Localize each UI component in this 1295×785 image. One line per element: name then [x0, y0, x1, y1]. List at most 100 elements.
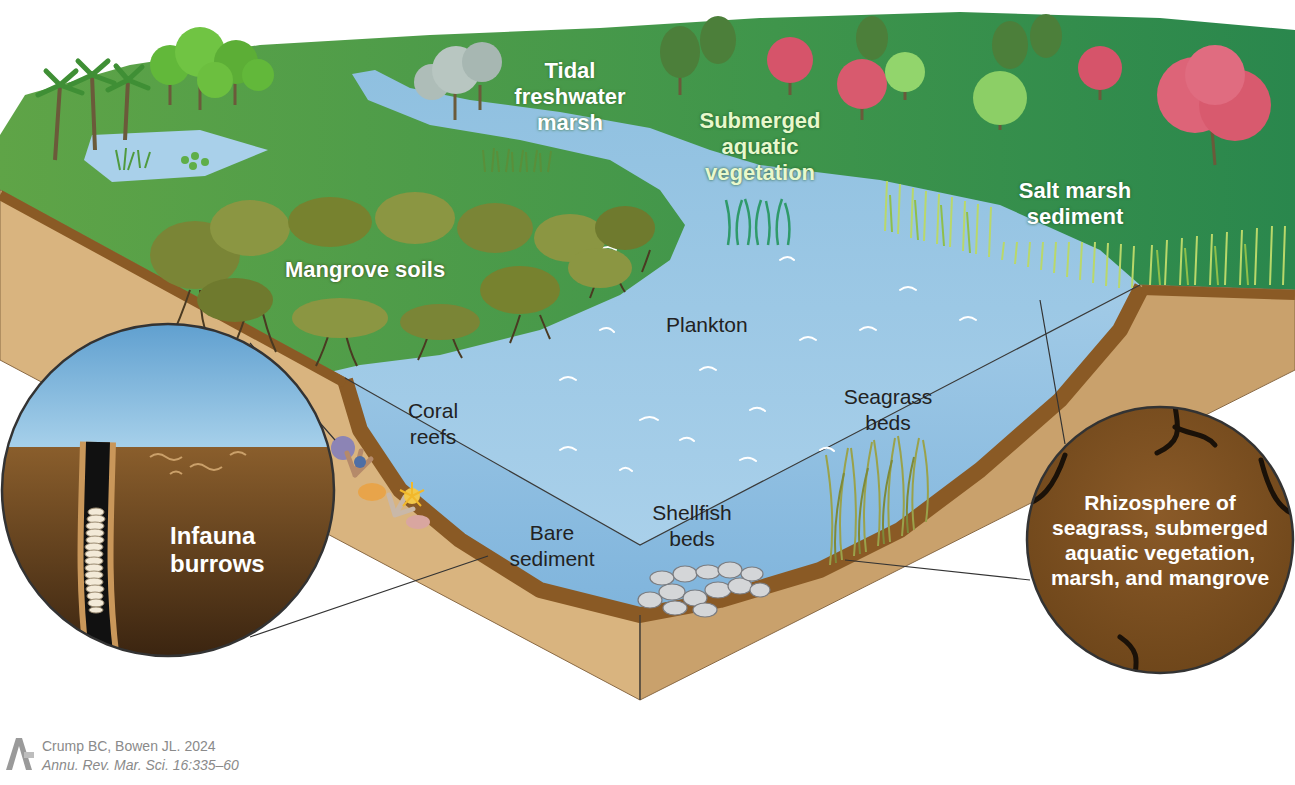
light-trees	[885, 52, 925, 92]
habitat-label: Submerged aquatic vegetation	[685, 108, 835, 186]
leader-lines	[250, 300, 1065, 637]
zoom-circle	[0, 322, 336, 447]
pine-trees	[992, 21, 1028, 69]
zoom-circle: Rhizosphere of seagrass, submerged aquat…	[1025, 405, 1295, 675]
mangrove-canopy	[595, 206, 655, 250]
pond	[84, 130, 268, 182]
submerged-vegetation	[726, 199, 789, 245]
zoom-circle	[1273, 605, 1295, 650]
zoom-circle	[88, 599, 104, 607]
mangrove-canopy	[288, 197, 372, 247]
habitat-label: Bare sediment	[497, 520, 607, 572]
pond-plants	[116, 148, 209, 170]
sediment-layer	[345, 287, 1142, 615]
circle-caption: Infauna burrows	[170, 522, 315, 578]
mangrove-canopy	[568, 248, 632, 288]
grey-trees	[462, 42, 502, 82]
zoom-circle	[89, 607, 103, 613]
coral-reef	[358, 483, 386, 501]
zoom-circle	[0, 447, 336, 658]
pond-plants	[181, 156, 189, 164]
publisher-logo	[6, 738, 34, 770]
zoom-circle	[0, 322, 336, 658]
zoom-circle: Infauna burrows	[0, 322, 336, 658]
mangrove-canopy	[400, 304, 480, 340]
zoom-circle	[1025, 455, 1065, 505]
water-section	[345, 285, 1140, 615]
zoom-circle	[150, 452, 246, 474]
mangrove-canopy	[150, 192, 655, 340]
zoom-circle	[0, 322, 336, 658]
light-trees	[973, 71, 1027, 125]
right-face	[640, 285, 1295, 700]
circle-caption: Rhizosphere of seagrass, submerged aquat…	[1047, 490, 1273, 590]
habitat-label: Coral reefs	[383, 398, 483, 450]
pine-trees	[856, 16, 888, 60]
light-trees	[885, 52, 1027, 130]
habitat-label: Mangrove soils	[285, 257, 485, 283]
seagrass-bed	[826, 436, 928, 565]
red-trees	[767, 37, 813, 83]
left-face	[0, 190, 640, 700]
shellfish-bed	[718, 562, 742, 578]
shellfish-bed	[693, 603, 717, 617]
pine-trees	[1030, 14, 1062, 58]
palm-trees	[38, 61, 148, 160]
green-trees	[150, 27, 274, 110]
red-trees	[1078, 46, 1122, 90]
plankton	[520, 247, 976, 471]
shellfish-bed	[750, 583, 770, 597]
zoom-circle	[2, 324, 334, 656]
mangrove-canopy	[292, 298, 388, 338]
shellfish-bed	[705, 582, 731, 598]
shellfish-bed	[663, 601, 687, 615]
coral-reef	[354, 456, 366, 468]
mangrove-canopy	[480, 266, 560, 314]
coral-reef	[400, 482, 424, 506]
zoom-circle	[1025, 405, 1295, 675]
palm-trees	[38, 61, 148, 95]
zoom-circle	[1025, 405, 1295, 675]
shellfish-bed	[650, 571, 674, 585]
publisher-logo	[24, 752, 34, 758]
habitat-label: Tidal freshwater marsh	[505, 58, 635, 136]
citation-text: Crump BC, Bowen JL. 2024	[42, 737, 462, 755]
reeds	[483, 148, 551, 172]
coral-reef	[331, 436, 430, 529]
citation-text: Annu. Rev. Mar. Sci. 16:335–60	[42, 756, 462, 774]
grey-trees	[414, 42, 502, 120]
zoom-circle	[1025, 405, 1295, 675]
coral-reef	[406, 515, 430, 529]
shellfish-bed	[741, 567, 763, 581]
pond-plants	[191, 152, 199, 160]
habitat-label: Seagrass beds	[833, 384, 943, 436]
green-trees	[242, 59, 274, 91]
pond-plants	[116, 148, 150, 170]
zoom-circle	[1025, 405, 1295, 675]
pine-trees	[700, 16, 736, 64]
habitat-label: Plankton	[666, 312, 786, 338]
shellfish-bed	[638, 592, 662, 608]
seagrass-bed	[826, 436, 928, 565]
mangrove-canopy	[197, 278, 273, 322]
plankton	[520, 247, 976, 471]
habitat-label: Salt marsh sediment	[1000, 178, 1150, 230]
green-trees	[197, 62, 233, 98]
red-trees	[837, 59, 887, 109]
mangrove-canopy	[457, 203, 533, 253]
red-trees	[1185, 45, 1245, 105]
zoom-circle	[85, 508, 105, 613]
zoom-circle	[1175, 427, 1215, 445]
mangrove-canopy	[375, 192, 455, 244]
submerged-vegetation	[726, 199, 789, 245]
shellfish-bed	[673, 566, 697, 582]
shellfish-bed	[638, 562, 770, 617]
coral-reef	[347, 451, 371, 475]
reeds	[483, 148, 551, 172]
zoom-circle	[1027, 407, 1293, 673]
pine-trees	[660, 26, 700, 78]
seagrass-bed	[835, 457, 914, 563]
pond-plants	[201, 158, 209, 166]
block-edges	[345, 285, 1140, 700]
